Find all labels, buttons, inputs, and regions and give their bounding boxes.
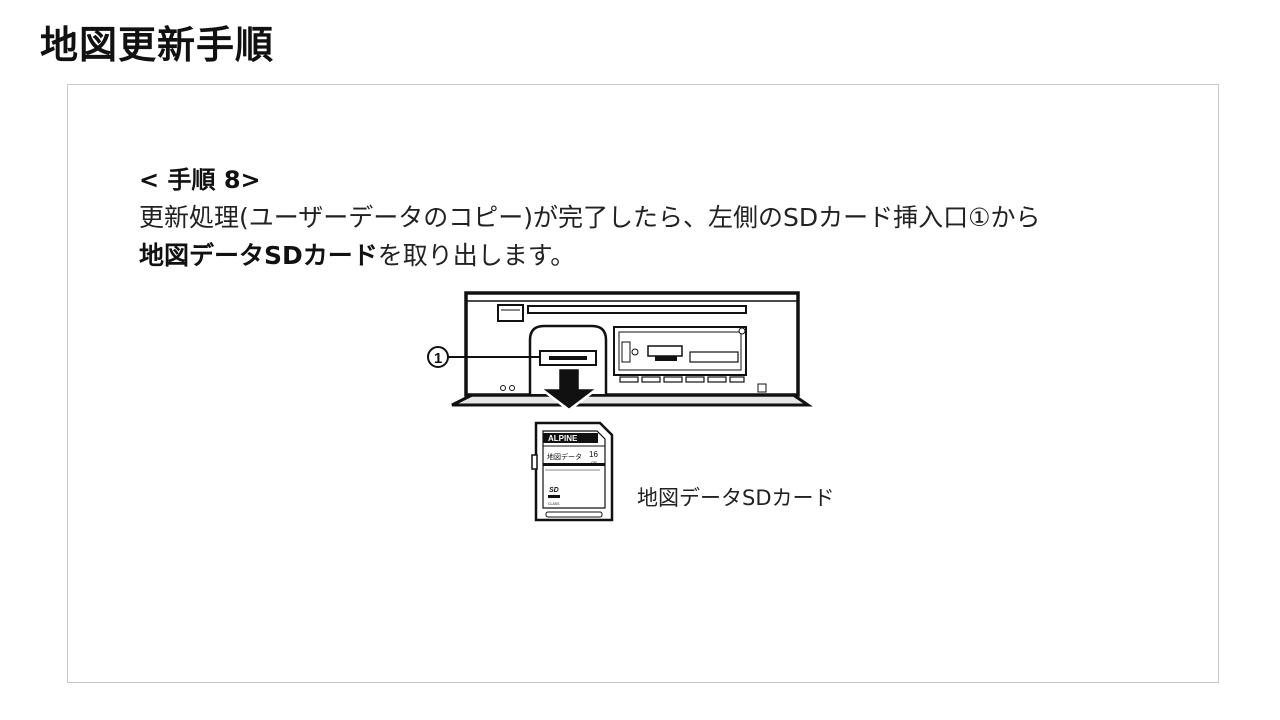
callout-badge [427,346,449,368]
instruction-line-1: 更新処理(ユーザーデータのコピー)が完了したら、左側のSDカード挿入口①から [139,203,1041,232]
sd-card-text: 地図データ [547,452,582,461]
sd-card-brand: ALPINE [548,434,578,443]
sd-card-capacity: 16 [589,450,598,459]
instruction-emphasis: 地図データSDカード [139,241,378,270]
sd-card-caption: 地図データSDカード [637,486,835,510]
instruction-line-2: 地図データSDカードを取り出します。 [139,237,1041,275]
sd-card-illustration: ALPINE 地図データ 16 GB SD CLASS [531,421,614,522]
disc-slot [527,305,747,314]
removal-arrow [536,366,602,412]
sd-card-capacity-unit: GB [591,460,597,465]
instruction-line-2-rest: を取り出します。 [377,241,576,270]
eject-button [497,304,524,322]
sd-card-logo: SD [549,487,559,494]
page-title: 地図更新手順 [40,23,275,67]
step-heading: < 手順 8> [139,166,261,194]
sd-card-class: CLASS [548,502,560,506]
content-frame [67,84,1219,683]
bottom-buttons [619,376,745,383]
instruction-text: 更新処理(ユーザーデータのコピー)が完了したら、左側のSDカード挿入口①から 地… [139,199,1041,275]
callout-number: 1 [434,350,442,367]
